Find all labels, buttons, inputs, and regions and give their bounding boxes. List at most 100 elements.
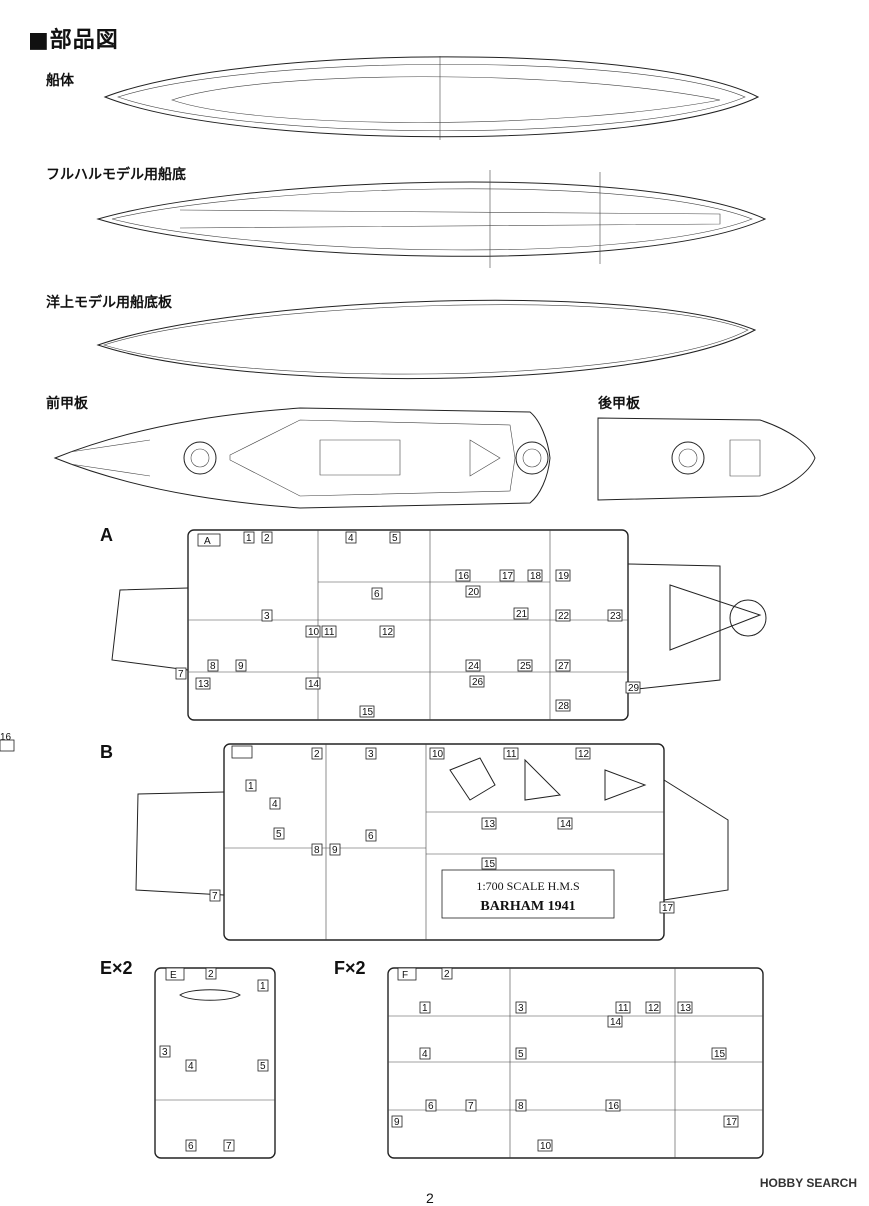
part-number: 11 [506,749,517,760]
part-number: 12 [648,1003,660,1014]
part-number: 23 [610,611,622,622]
part-number-box [419,1047,431,1060]
part-number-box [273,827,285,840]
svg-text:A: A [204,536,211,547]
part-number: 7 [178,669,184,680]
part-number-box [257,979,269,992]
page-title: ■部品図 [28,28,119,53]
brand-text: HOBBY SEARCH [759,1176,857,1190]
part-number: 9 [332,845,338,856]
sprue-a-label: A [100,525,113,545]
part-number: 15 [484,859,496,870]
scale-plate-line2: BARHAM 1941 [480,899,575,914]
part-number-box [0,739,15,752]
part-number-box [365,829,377,842]
part-number: 20 [468,587,480,598]
part-number-box [245,779,257,792]
part-number: 15 [362,707,374,718]
hobby-search-watermark: HOBBY SEARCH [760,1176,857,1190]
part-number-box [185,1139,197,1152]
part-number: 18 [530,571,542,582]
part-number: 2 [264,533,270,544]
part-number: 13 [680,1003,692,1014]
part-number: 11 [618,1003,629,1014]
fore-deck-label: 前甲板 [46,396,88,412]
sprue-b-label: B [100,742,113,762]
part-number-box [235,659,247,672]
part-number: 10 [540,1141,552,1152]
part-number: 22 [558,611,570,622]
part-number-box [305,625,321,638]
waterline-bottom-label: 洋上モデル用船底板 [46,295,172,311]
part-number: 5 [276,829,282,840]
part-number-box [537,1139,553,1152]
part-number-box [389,531,401,544]
scale-plate-line1: 1:700 SCALE H.M.S [476,879,579,893]
part-number: 16 [0,732,12,743]
part-number-box [555,609,571,622]
part-number: 5 [260,1061,266,1072]
part-number: 2 [314,749,320,760]
part-number-box [365,747,377,760]
part-number: 24 [468,661,480,672]
part-number: 1 [260,981,266,992]
part-number: 10 [308,627,320,638]
part-number-box [465,585,481,598]
part-number: 3 [264,611,270,622]
part-number: 6 [188,1141,194,1152]
part-number-box [371,587,383,600]
part-number-box [645,1001,661,1014]
part-number-box [711,1047,727,1060]
part-number-box [575,747,591,760]
part-number-box [311,843,323,856]
part-number: 6 [368,831,374,842]
part-number: 3 [162,1047,168,1058]
part-number: 3 [368,749,374,760]
part-number: 3 [518,1003,524,1014]
part-number: 1 [248,781,254,792]
part-number: 17 [662,903,674,914]
part-number: 12 [578,749,590,760]
part-number-box [607,609,623,622]
part-number-box [321,625,337,638]
part-number: 21 [516,609,528,620]
part-number-box [329,843,341,856]
part-number: 15 [714,1049,726,1060]
part-number-box [517,659,533,672]
part-number: 13 [198,679,210,690]
part-number: 4 [272,799,278,810]
part-number-box [499,569,515,582]
part-number: 12 [382,627,394,638]
part-number: 29 [628,683,640,694]
part-number-box [557,817,573,830]
part-number-box [359,705,375,718]
part-number-box [659,901,675,914]
part-number: 26 [472,677,484,688]
part-number-box [185,1059,197,1072]
sprue-e-tag: E [170,970,177,981]
hull-drawings [53,56,816,509]
part-number-box [465,659,481,672]
part-number-box [503,747,519,760]
part-number: 6 [428,1101,434,1112]
fore-deck-outline [53,407,551,509]
part-number-box [243,531,255,544]
part-number: 14 [560,819,572,830]
sprue-f-tag: F [402,970,408,981]
part-number-box [257,1059,269,1072]
part-number-box [515,1047,527,1060]
waterline-bottom-outline [96,299,757,380]
full-hull-bottom-outline [96,170,767,268]
part-number: 1 [422,1003,428,1014]
part-number-box [615,1001,631,1014]
page-number: 2 [426,1190,434,1206]
part-number-box [555,569,571,582]
part-number-box [305,677,321,690]
part-number: 6 [374,589,380,600]
part-number: 17 [726,1117,738,1128]
part-number: 7 [226,1141,232,1152]
part-number: 28 [558,701,570,712]
